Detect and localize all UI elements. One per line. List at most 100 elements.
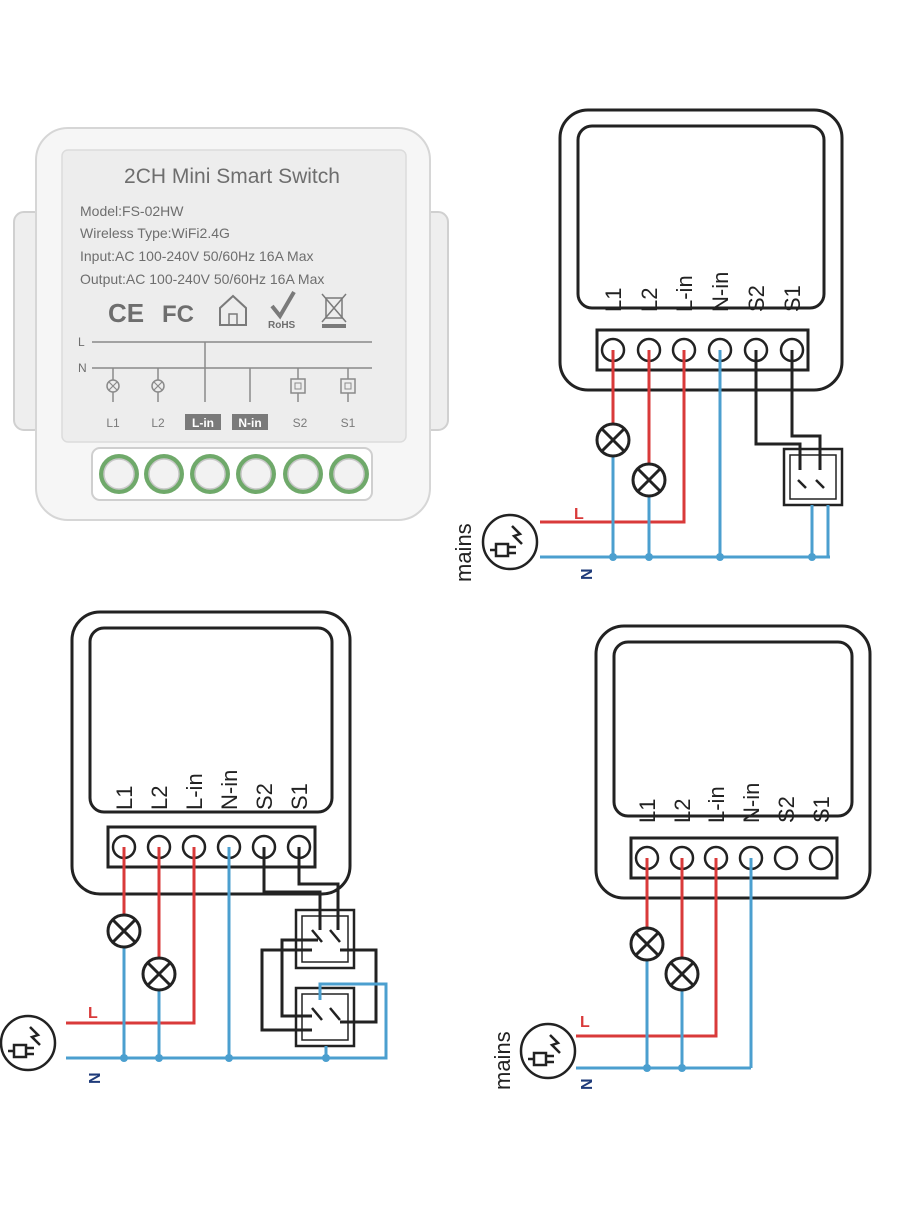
neutral-label: N [579,1078,596,1090]
device-output: Output:AC 100-240V 50/60Hz 16A Max [80,271,324,287]
weee-bin-icon [321,293,347,328]
mains-plug-icon [0,1014,57,1072]
wire-s2 [754,350,802,470]
indoor-use-icon [219,294,247,326]
terminal-label-s2: S2 [774,796,799,823]
wire-loop-left [260,948,312,1032]
junction-dot [322,1054,330,1062]
schematic-lamp-cross [153,381,163,391]
label-tag-l-in: L-in [192,416,214,430]
junction-dot [155,1054,163,1062]
terminal-block [595,328,810,372]
device-model: Model:FS-02HW [80,203,184,219]
terminal-label-l-in: L-in [182,773,207,810]
lamp-cross [634,931,660,957]
terminal-label-n-in: N-in [708,272,733,312]
terminal-label-s1: S1 [780,285,805,312]
wire-loop-right [340,948,378,1024]
junction-dot [645,553,653,561]
mains-plug-icon [519,1022,577,1080]
wire-neutral-main [66,982,388,1060]
label-tag-bg [185,414,221,430]
terminal-block [629,836,839,880]
label-schematic [92,341,372,402]
wire-live-lin [576,858,718,1038]
device-title: 2CH Mini Smart Switch [124,165,340,188]
schematic-switch-inner [294,382,302,390]
switch-upper-inner [301,915,349,963]
label-tag-l1: L1 [106,416,120,430]
plug-shape [8,1043,34,1059]
junction-dot [678,1064,686,1072]
neutral-label: N [87,1072,104,1084]
terminal-label-l-in: L-in [704,786,729,823]
ce-mark-icon: CE [108,298,144,328]
terminal-label-l-in: L-in [672,275,697,312]
live-label: L [574,506,584,523]
schematic-switch-icon [340,378,356,394]
terminal-label-s1: S1 [809,796,834,823]
label-tag-n-in: N-in [238,416,261,430]
device-wireless: Wireless Type:WiFi2.4G [80,225,230,241]
terminal-block [106,825,317,869]
wiring-diagram-2gang-switch: L1 L2 L-in N-in S2 S1 mains L N [451,108,844,582]
terminal-screw-3 [194,458,226,490]
label-tag-bg [232,414,268,430]
terminal-label-n-in: N-in [217,770,242,810]
terminal-label-l2: L2 [637,288,662,312]
label-tag-l2: L2 [151,416,165,430]
lightning-icon [29,1026,41,1046]
label-tag-s2: S2 [293,416,308,430]
terminal-label-s1: S1 [287,783,312,810]
wire-s1 [790,350,822,470]
rohs-check-icon [270,290,296,320]
module-inner-panel [612,640,854,818]
double-switch-inner [789,454,837,500]
schematic-l-label: L [78,335,85,349]
neutral-label: N [579,568,596,580]
terminal-5 [773,845,799,871]
live-label: L [580,1014,590,1031]
switch-contacts [311,929,341,1021]
module-inner-panel [576,124,826,310]
junction-dot [808,553,816,561]
schematic-switch-icon [290,378,306,394]
terminal-label-s2: S2 [252,783,277,810]
junction-dot [643,1064,651,1072]
module-inner-panel [88,626,334,814]
junction-dot [716,553,724,561]
rohs-label: RoHS [268,320,296,331]
terminal-label-l1: L1 [601,288,626,312]
wire-live-lin [540,350,686,524]
device-terminal-strip [99,454,369,494]
terminal-label-l1: L1 [112,786,137,810]
terminal-screw-6 [333,458,365,490]
wire-live-lin [66,847,196,1025]
device-photo: 2CH Mini Smart Switch Model:FS-02HW Wire… [13,127,449,521]
mains-plug-icon [481,513,539,571]
wire-loop-mid [280,938,318,1018]
lamp-cross [146,961,172,987]
schematic-n-label: N [78,361,87,375]
terminal-screw-1 [103,458,135,490]
lamp-cross [669,961,695,987]
terminal-label-l2: L2 [147,786,172,810]
label-tag-s1: S1 [341,416,356,430]
plug-shape [528,1051,554,1067]
lightning-icon [549,1034,561,1054]
lightning-icon [511,525,523,545]
plug-shape [490,542,516,558]
terminal-label-l2: L2 [670,799,695,823]
terminal-label-s2: S2 [744,285,769,312]
switch-contacts [797,479,825,489]
mains-label: mains [490,1031,515,1090]
lamp-cross [111,918,137,944]
mains-label: mains [451,523,476,582]
label-terminal-labels: L1 L2 L-in N-in S2 S1 [106,414,356,430]
schematic-lamp-cross [108,381,118,391]
junction-dot [120,1054,128,1062]
terminal-screw-2 [148,458,180,490]
